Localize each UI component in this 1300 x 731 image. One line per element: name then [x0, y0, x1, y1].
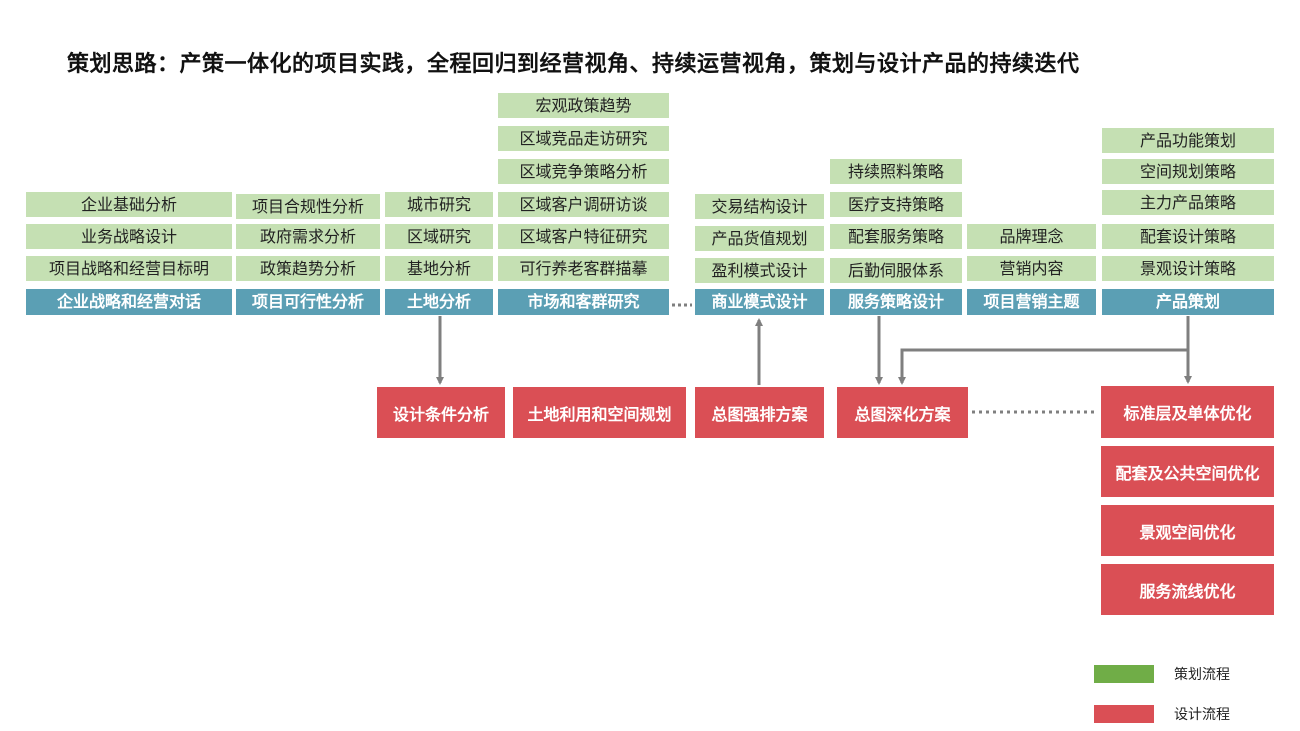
design-master-plan-layout: 总图强排方案	[695, 387, 824, 438]
item-policy-trend: 政策趋势分析	[236, 256, 380, 281]
legend-planning-swatch	[1094, 665, 1154, 683]
item-continuing-care: 持续照料策略	[830, 159, 962, 184]
design-conditions-analysis: 设计条件分析	[377, 387, 505, 438]
stage-market-research: 市场和客群研究	[498, 289, 669, 315]
item-macro-policy: 宏观政策趋势	[498, 93, 669, 118]
item-supporting-services: 配套服务策略	[830, 224, 962, 249]
item-region-research: 区域研究	[385, 224, 493, 249]
stage-product-planning: 产品策划	[1102, 289, 1274, 315]
stage-land-analysis: 土地分析	[385, 289, 493, 315]
item-landscape-design: 景观设计策略	[1102, 256, 1274, 281]
stage-marketing-theme: 项目营销主题	[967, 289, 1096, 315]
legend-design-swatch	[1094, 705, 1154, 723]
stage-business-model: 商业模式设计	[695, 289, 824, 315]
item-supporting-design: 配套设计策略	[1102, 224, 1274, 249]
item-competitor-visits: 区域竞品走访研究	[498, 126, 669, 151]
item-elderly-profile: 可行养老客群描摹	[498, 256, 669, 281]
stage-enterprise-dialogue: 企业战略和经营对话	[26, 289, 232, 315]
stage-feasibility: 项目可行性分析	[236, 289, 380, 315]
page-title: 策划思路：产策一体化的项目实践，全程回归到经营视角、持续运营视角，策划与设计产品…	[67, 52, 1080, 77]
arrow-product-to-deepening	[898, 316, 1190, 385]
item-city-research: 城市研究	[385, 192, 493, 217]
design-master-plan-deepening: 总图深化方案	[837, 387, 968, 438]
item-enterprise-basic: 企业基础分析	[26, 192, 232, 217]
design-land-use-planning: 土地利用和空间规划	[513, 387, 686, 438]
item-medical-support: 医疗支持策略	[830, 192, 962, 217]
item-main-product: 主力产品策略	[1102, 190, 1274, 215]
design-service-flow-optimization: 服务流线优化	[1101, 564, 1274, 615]
item-government-needs: 政府需求分析	[236, 224, 380, 249]
design-standard-floor-optimization: 标准层及单体优化	[1101, 386, 1274, 438]
item-product-function: 产品功能策划	[1102, 128, 1274, 153]
item-brand-concept: 品牌理念	[967, 224, 1096, 249]
legend-design-label: 设计流程	[1174, 707, 1230, 723]
item-customer-interviews: 区域客户调研访谈	[498, 192, 669, 217]
item-logistics-system: 后勤伺服体系	[830, 258, 962, 283]
item-compliance: 项目合规性分析	[236, 194, 380, 219]
item-competition-strategy: 区域竞争策略分析	[498, 159, 669, 184]
item-business-strategy: 业务战略设计	[26, 224, 232, 249]
item-marketing-content: 营销内容	[967, 256, 1096, 281]
item-customer-traits: 区域客户特征研究	[498, 224, 669, 249]
item-profit-model: 盈利模式设计	[695, 258, 824, 283]
stage-service-strategy: 服务策略设计	[830, 289, 962, 315]
design-public-space-optimization: 配套及公共空间优化	[1101, 446, 1274, 497]
item-space-planning: 空间规划策略	[1102, 159, 1274, 184]
legend-planning-label: 策划流程	[1174, 667, 1230, 683]
item-product-value: 产品货值规划	[695, 226, 824, 251]
design-landscape-optimization: 景观空间优化	[1101, 505, 1274, 556]
item-deal-structure: 交易结构设计	[695, 194, 824, 219]
item-site-analysis: 基地分析	[385, 256, 493, 281]
item-project-strategy: 项目战略和经营目标明	[26, 256, 232, 281]
